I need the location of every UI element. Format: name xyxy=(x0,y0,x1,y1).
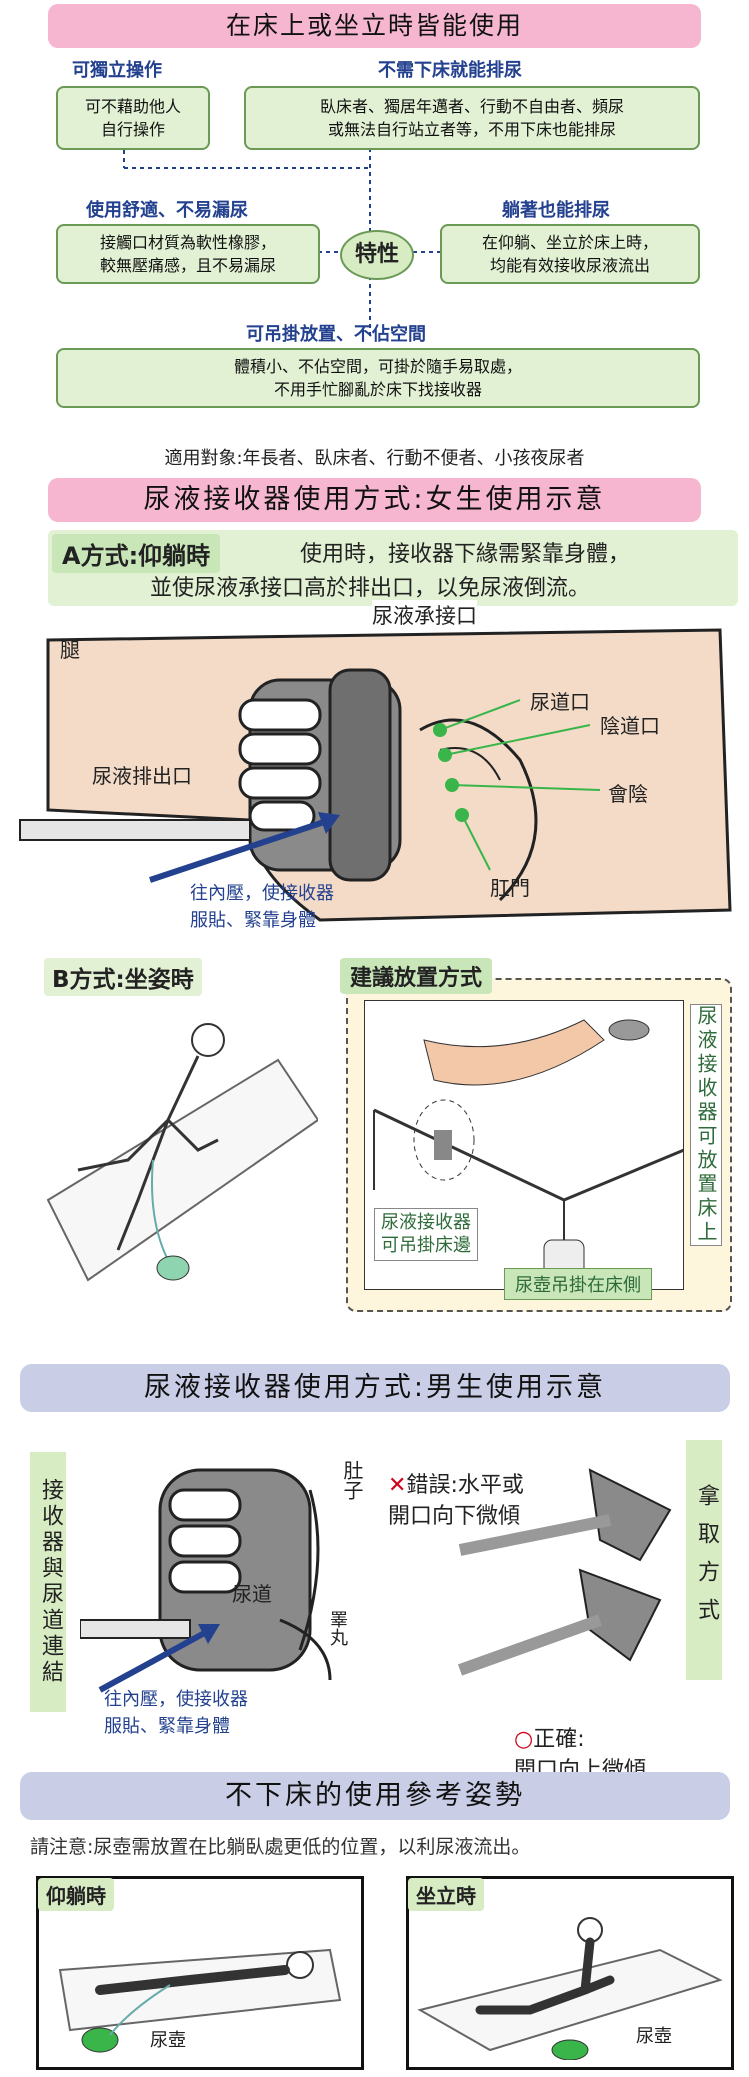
male-banner: 尿液接收器使用方式:男生使用示意 xyxy=(20,1364,730,1412)
feature-title-lying: 躺著也能排尿 xyxy=(502,200,610,221)
grab-illustration xyxy=(457,1468,672,1676)
right-mark: ○ xyxy=(514,1726,534,1752)
tag-hang-side: 尿壺吊掛在床側 xyxy=(504,1268,652,1300)
label-perineum: 會陰 xyxy=(608,782,648,806)
feature-box-no-bed: 臥床者、獨居年邁者、行動不自由者、頻尿 或無法自行站立者等，不用下床也能排尿 xyxy=(244,86,700,150)
sitting-urinal-label: 尿壺 xyxy=(636,2026,672,2047)
male-connect-vertical: 接收器與尿道連結 xyxy=(30,1452,66,1712)
feature-title-hanging: 可吊掛放置、不佔空間 xyxy=(246,324,426,345)
method-a-text-2: 並使尿液承接口高於排出口，以免尿液倒流。 xyxy=(150,576,591,601)
feature-center-badge: 特性 xyxy=(340,230,414,280)
suggest-label: 建議放置方式 xyxy=(340,958,493,994)
label-leg: 腿 xyxy=(60,638,80,662)
label-male-urethra: 尿道 xyxy=(232,1582,272,1606)
female-banner: 尿液接收器使用方式:女生使用示意 xyxy=(48,478,701,522)
grab-vertical: 拿取方式 xyxy=(686,1440,722,1680)
sitting-illustration xyxy=(417,1917,723,2060)
sitting-figure-illustration xyxy=(46,1023,318,1282)
audience-text: 適用對象:年長者、臥床者、行動不便者、小孩夜尿者 xyxy=(164,448,585,469)
lying-illustration xyxy=(58,1948,342,2053)
feature-box-hanging: 體積小、不佔空間，可掛於隨手易取處， 不用手忙腳亂於床下找接收器 xyxy=(56,348,700,408)
label-testicle: 睪丸 xyxy=(327,1610,348,1646)
label-outlet: 尿液排出口 xyxy=(92,764,192,788)
label-anus: 肛門 xyxy=(490,876,530,900)
tag-hang-edge: 尿液接收器 可吊掛床邊 xyxy=(374,1208,478,1261)
lying-label: 仰躺時 xyxy=(38,1878,114,1911)
label-belly: 肚子 xyxy=(340,1460,364,1500)
feature-box-comfort: 接觸口材質為軟性橡膠， 較無壓痛感，且不易漏尿 xyxy=(56,224,320,284)
feature-box-independent: 可不藉助他人 自行操作 xyxy=(56,86,210,150)
lying-urinal-label: 尿壺 xyxy=(150,2030,186,2051)
suggest-vertical-text: 尿液接收器可放置床上 xyxy=(690,1004,722,1246)
feature-title-comfort: 使用舒適、不易漏尿 xyxy=(86,200,248,221)
wrong-text: 錯誤:水平或 開口向下微傾 xyxy=(388,1472,524,1529)
wrong-label: ✕錯誤:水平或 開口向下微傾 xyxy=(388,1440,524,1532)
features-banner: 在床上或坐立時皆能使用 xyxy=(48,4,701,48)
method-a-text-1: 使用時，接收器下緣需緊靠身體， xyxy=(300,542,631,567)
label-urethra: 尿道口 xyxy=(530,690,590,714)
method-a-label: A方式:仰躺時 xyxy=(52,534,221,573)
postures-note: 請注意:尿壺需放置在比躺臥處更低的位置，以利尿液流出。 xyxy=(30,1836,531,1858)
postures-banner: 不下床的使用參考姿勢 xyxy=(20,1772,730,1820)
female-diagram-a xyxy=(19,628,732,922)
bed-illustration xyxy=(364,1000,684,1290)
sitting-label: 坐立時 xyxy=(408,1878,484,1911)
feature-title-no-bed: 不需下床就能排尿 xyxy=(378,60,522,81)
male-diagram xyxy=(80,1468,332,1693)
wrong-mark: ✕ xyxy=(388,1472,407,1498)
label-inlet: 尿液承接口 xyxy=(372,600,477,630)
label-press-female: 往內壓，使接收器 服貼、緊靠身體 xyxy=(190,883,334,931)
feature-box-lying: 在仰躺、坐立於床上時， 均能有效接收尿液流出 xyxy=(440,224,700,284)
label-vagina: 陰道口 xyxy=(600,714,660,738)
feature-title-independent: 可獨立操作 xyxy=(72,60,162,81)
method-b-label: B方式:坐姿時 xyxy=(44,958,202,996)
label-press-male: 往內壓，使接收器 服貼、緊靠身體 xyxy=(104,1689,248,1737)
